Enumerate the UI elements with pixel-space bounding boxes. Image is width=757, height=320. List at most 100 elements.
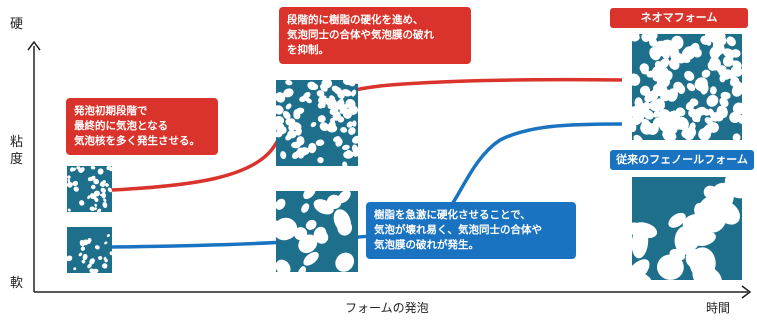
- bubble: [318, 95, 327, 104]
- bubble: [298, 266, 306, 272]
- x-axis-end-label: 時間: [706, 301, 731, 315]
- bubble: [93, 178, 100, 185]
- bubble: [692, 265, 722, 280]
- bubble: [315, 139, 325, 147]
- bubble: [87, 195, 91, 200]
- bubble: [79, 167, 85, 173]
- x-axis-arrow-icon: [741, 285, 752, 299]
- bubble: [726, 36, 736, 47]
- bubble: [664, 124, 678, 136]
- y-axis-top-label: 硬: [10, 17, 24, 32]
- bubble: [649, 47, 661, 61]
- bubble: [94, 203, 98, 207]
- bubble: [73, 267, 77, 271]
- bubble: [276, 121, 285, 132]
- bubble: [313, 199, 334, 215]
- bubble: [342, 161, 348, 166]
- bubble: [109, 251, 112, 256]
- bubble: [67, 175, 71, 179]
- bubble: [698, 127, 711, 140]
- bubble: [712, 42, 725, 56]
- bubble: [296, 136, 305, 146]
- bubble: [632, 222, 650, 238]
- bubble: [106, 234, 110, 238]
- bubble: [101, 192, 107, 199]
- bubble: [674, 225, 696, 255]
- conventional-final-foam-image: [632, 177, 742, 280]
- bubble: [87, 240, 91, 244]
- neo-foam-tag: ネオマフォーム: [610, 8, 748, 28]
- bubble: [673, 81, 684, 93]
- callout-line: 発泡初期段階で: [74, 105, 148, 117]
- bubble: [317, 156, 324, 164]
- bubble: [276, 92, 286, 103]
- bubble: [87, 263, 92, 269]
- bubble: [87, 177, 93, 182]
- bubble: [632, 74, 637, 84]
- bubble: [276, 105, 281, 112]
- bubble: [89, 206, 95, 212]
- bubble: [337, 116, 345, 123]
- bubble: [73, 186, 79, 192]
- bubble: [722, 48, 735, 58]
- bubble: [701, 69, 711, 78]
- bubble: [705, 34, 716, 41]
- bubble: [303, 251, 319, 266]
- early-nuclei-foam-image: [67, 166, 112, 212]
- bubble: [632, 259, 650, 280]
- bubble: [98, 255, 103, 261]
- bubble: [100, 193, 104, 197]
- bubble: [709, 86, 717, 95]
- bubble: [104, 241, 108, 245]
- neo-mid-foam-image: [276, 80, 358, 166]
- bubble: [291, 151, 300, 159]
- bubble: [89, 193, 95, 199]
- bubble: [660, 89, 672, 102]
- bubble: [94, 245, 100, 250]
- early-stage-callout: 発泡初期段階で 最終的に気泡となる 気泡核を多く発生させる。: [66, 98, 218, 155]
- bubble: [301, 203, 310, 213]
- bubble: [641, 34, 650, 43]
- bubble: [689, 212, 715, 236]
- bubble: [67, 181, 73, 188]
- bubble: [316, 90, 325, 97]
- bubble: [67, 178, 71, 183]
- bubble: [685, 101, 695, 111]
- y-axis-bottom-label: 軟: [10, 276, 24, 291]
- bubble: [701, 108, 711, 116]
- bubble: [640, 121, 653, 135]
- callout-line: 気泡核を多く発生させる。: [74, 135, 200, 147]
- bubble: [295, 107, 305, 115]
- bubble: [276, 198, 286, 210]
- bubble: [97, 168, 104, 175]
- bubble: [650, 35, 657, 44]
- bubble: [644, 90, 656, 103]
- callout-line: 段階的に樹脂の硬化を進め、: [287, 14, 424, 26]
- bubble: [92, 268, 99, 273]
- bubble: [686, 82, 696, 92]
- bubble: [310, 121, 317, 128]
- bubble: [67, 208, 71, 212]
- bubble: [350, 89, 357, 97]
- bubble: [337, 220, 353, 236]
- bubble: [305, 97, 312, 104]
- bubble: [658, 109, 671, 123]
- callout-line: を抑制。: [287, 44, 329, 56]
- bubble: [297, 147, 307, 156]
- bubble: [669, 58, 680, 70]
- bubble: [314, 230, 326, 241]
- callout-line: 最終的に気泡となる: [74, 120, 169, 132]
- bubble: [730, 76, 740, 85]
- bubble: [80, 246, 86, 251]
- bubble: [646, 70, 657, 78]
- bubble: [89, 258, 95, 265]
- bubble: [337, 98, 344, 106]
- bubble: [69, 167, 75, 172]
- bubble: [307, 81, 317, 90]
- bubble: [303, 191, 316, 200]
- bubble: [107, 187, 112, 193]
- bubble: [99, 183, 104, 187]
- bubble: [689, 122, 696, 132]
- bubble: [684, 132, 695, 140]
- bubble: [632, 122, 637, 132]
